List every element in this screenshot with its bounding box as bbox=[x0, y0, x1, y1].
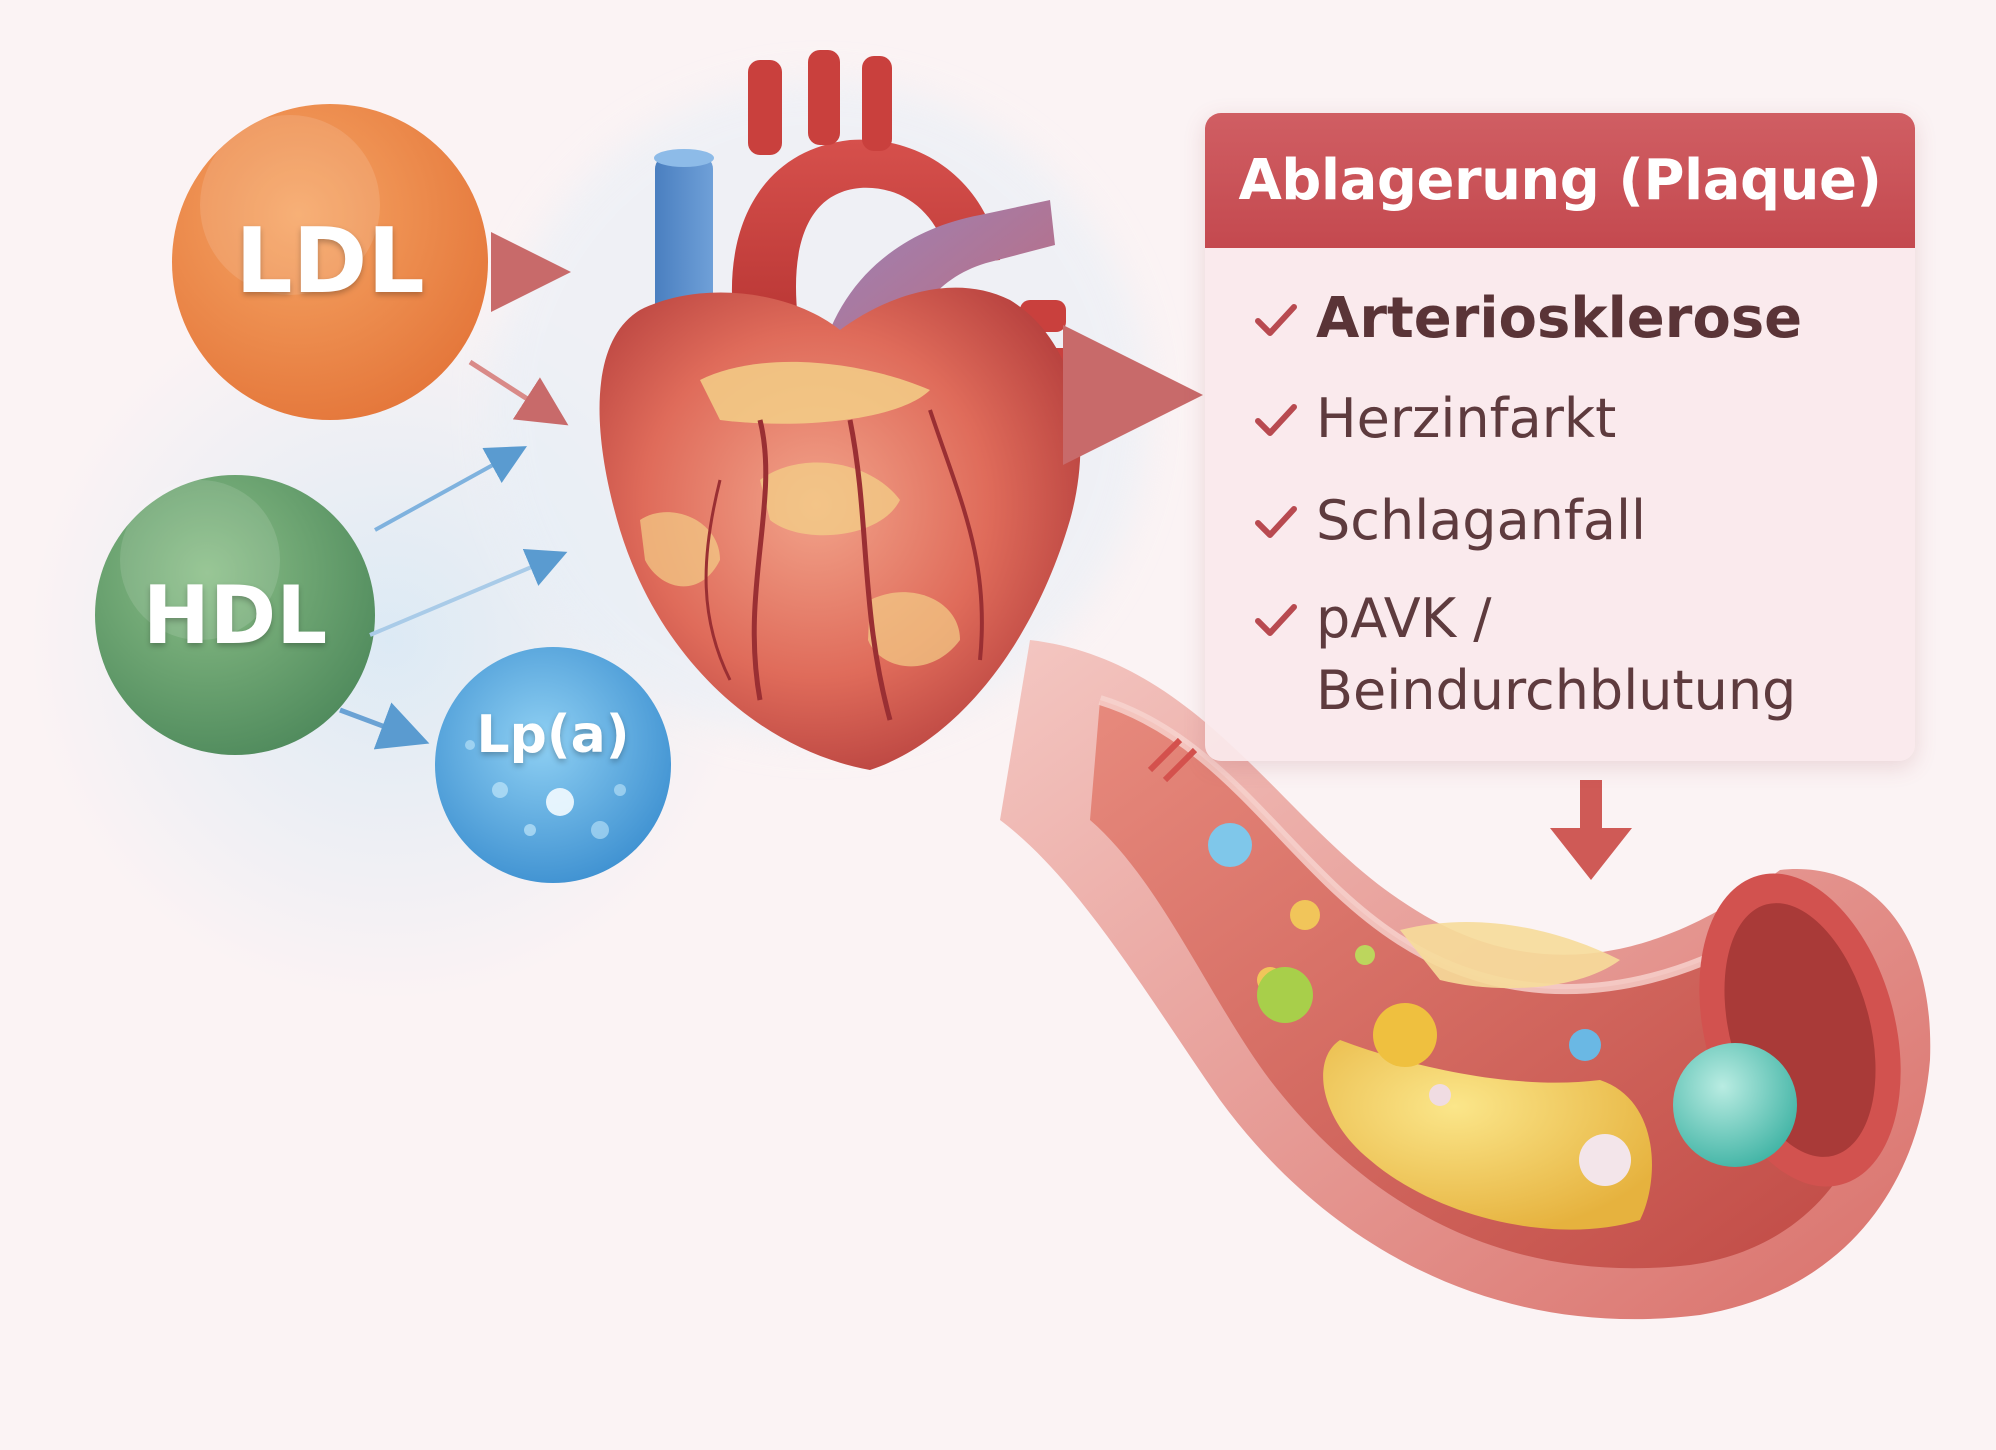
hdl-label: HDL bbox=[142, 569, 328, 662]
arrow-hdl-heart-2 bbox=[369, 548, 568, 637]
lpa-label: Lp(a) bbox=[476, 705, 630, 765]
lpa-speckle-4 bbox=[465, 740, 475, 750]
ldl-bubble-highlight bbox=[200, 115, 380, 295]
lpa-speckle-3 bbox=[591, 821, 609, 839]
teal-cell bbox=[1673, 1043, 1797, 1167]
ldl-bubble bbox=[172, 104, 488, 420]
heart-illustration bbox=[599, 50, 1081, 770]
ldl-label: LDL bbox=[235, 209, 425, 314]
risk-label: Herzinfarkt bbox=[1316, 387, 1617, 450]
risk-item-arteriosklerose: Arteriosklerose bbox=[1250, 283, 1802, 355]
check-icon bbox=[1255, 604, 1297, 636]
check-icon bbox=[1255, 404, 1297, 436]
arrow-hdl-heart bbox=[374, 446, 528, 532]
lpa-speckle-1 bbox=[492, 782, 508, 798]
lpa-speckle-2 bbox=[524, 824, 536, 836]
lpa-crystal bbox=[546, 788, 574, 816]
hdl-bubble-highlight bbox=[120, 480, 280, 640]
lpa-speckle-5 bbox=[614, 784, 626, 796]
check-icon bbox=[1255, 304, 1297, 336]
risk-label: Schlaganfall bbox=[1316, 489, 1646, 552]
risk-item-herzinfarkt: Herzinfarkt bbox=[1250, 383, 1616, 455]
arrow-card-artery bbox=[1550, 780, 1632, 880]
risk-item-pavk: pAVK / Beindurchblutung bbox=[1250, 583, 1796, 727]
arrow-ldl-heart-2 bbox=[468, 359, 569, 426]
arrow-hdl-lpa bbox=[339, 702, 430, 750]
risk-label: pAVK / Beindurchblutung bbox=[1316, 587, 1797, 722]
artery-illustration bbox=[1000, 640, 1931, 1320]
risk-label: Arteriosklerose bbox=[1316, 286, 1803, 351]
card-title: Ablagerung (Plaque) bbox=[1205, 113, 1915, 248]
lpa-bubble bbox=[435, 647, 671, 883]
hdl-bubble bbox=[95, 475, 375, 755]
check-icon bbox=[1255, 506, 1297, 538]
risk-item-schlaganfall: Schlaganfall bbox=[1250, 485, 1646, 557]
plaque-card: Ablagerung (Plaque) Arteriosklerose Herz… bbox=[1205, 113, 1915, 761]
